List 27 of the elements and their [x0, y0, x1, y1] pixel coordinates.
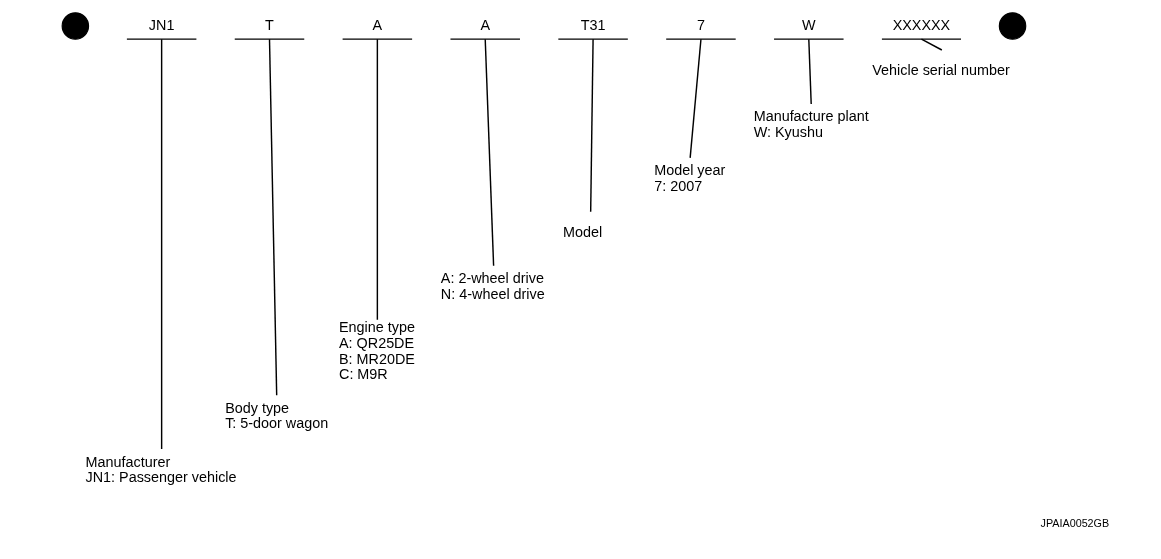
node-text: A — [372, 16, 383, 33]
node-text: Model — [563, 224, 603, 241]
node-text: A: 2-wheel drive N: 4-wheel drive — [440, 270, 545, 302]
node-text: Model year 7: 2007 — [654, 162, 726, 194]
connector — [268, 38, 278, 396]
node-circle — [998, 12, 1027, 40]
node-text: Body type T: 5-door wagon — [225, 399, 329, 432]
node-text: JN1 — [148, 16, 175, 33]
node-circle — [61, 12, 90, 40]
connector — [920, 38, 943, 51]
node-text: T — [265, 16, 274, 33]
node-text: Manufacturer JN1: Passenger vehicle — [85, 453, 237, 486]
connector — [376, 38, 379, 321]
connector — [808, 38, 812, 105]
connector — [160, 38, 163, 450]
connector — [689, 38, 702, 159]
node-text: Engine type A: QR25DE B: MR20DE C: M9R — [339, 319, 415, 383]
connector — [589, 38, 594, 213]
node-text: W — [802, 16, 816, 33]
node-text: A — [480, 16, 491, 33]
node-text: XXXXXX — [892, 16, 951, 33]
node-text: 7 — [696, 16, 705, 33]
label: JPAIA0052GB — [1040, 517, 1110, 530]
node-text: Vehicle serial number — [872, 62, 1010, 79]
node-text: T31 — [580, 16, 606, 33]
node-text: Manufacture plant W: Kyushu — [753, 108, 869, 140]
connector — [484, 38, 495, 267]
